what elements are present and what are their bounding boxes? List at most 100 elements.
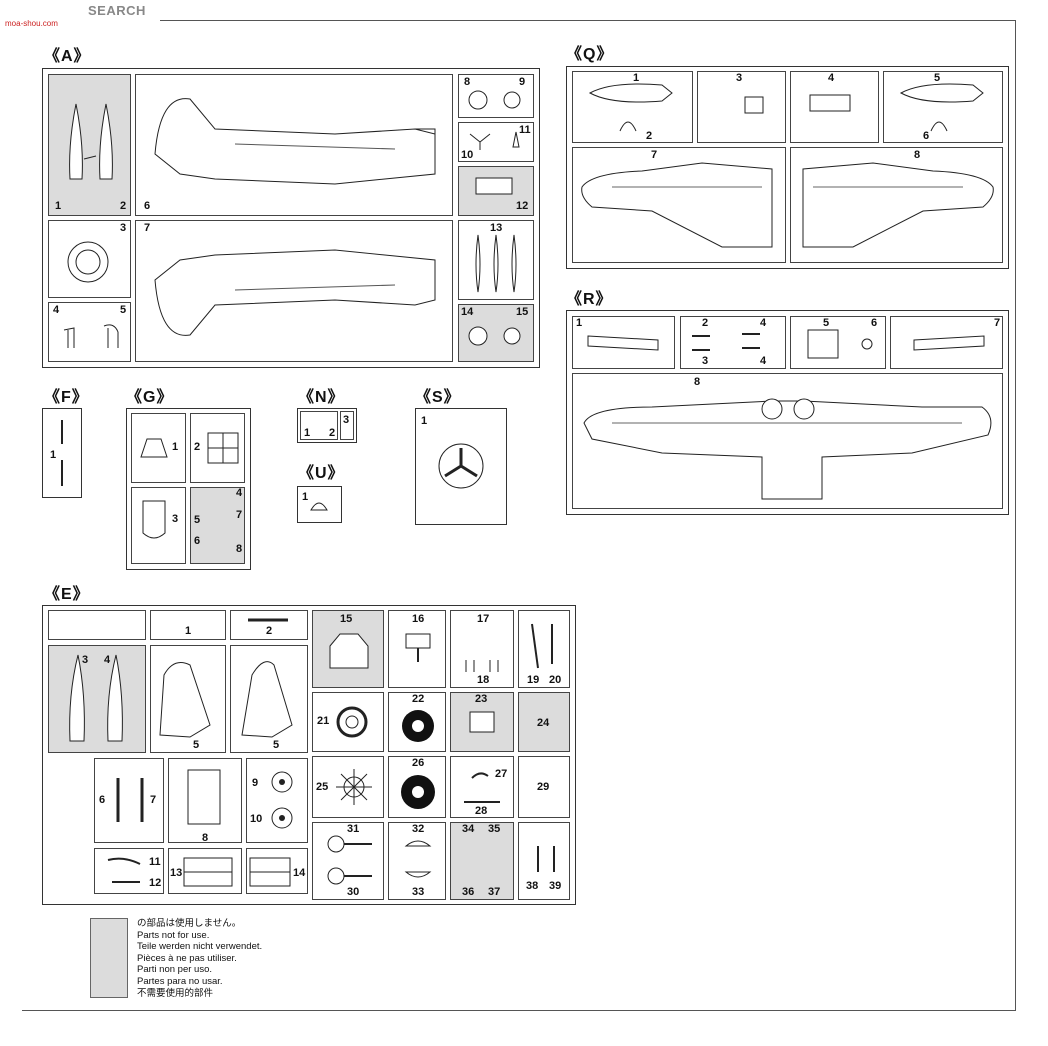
e-part-11: 11	[149, 856, 161, 868]
legend-line-de: Teile werden nicht verwendet.	[137, 941, 263, 953]
e-part-9: 9	[252, 777, 259, 789]
e-part-12: 12	[149, 877, 162, 889]
e-part-20: 20	[549, 674, 562, 686]
g-part-1-drawing	[140, 438, 168, 458]
e-part-27-28-drawing	[464, 772, 500, 803]
n-part-3-cell	[340, 411, 354, 440]
e-part-32-33-cell	[388, 822, 446, 900]
e-part-5b: 5	[273, 739, 280, 751]
g-part-5: 5	[194, 514, 201, 526]
g-part-7: 7	[236, 509, 243, 521]
e-part-3: 3	[82, 654, 89, 666]
g-part-1: 1	[172, 441, 179, 453]
a-fuselage-left-drawing	[154, 98, 436, 185]
e-part-11-12-drawing	[107, 857, 141, 883]
e-part-19-20-drawing	[531, 623, 553, 669]
legend-line-fr: Pièces à ne pas utiliser.	[137, 952, 237, 964]
e-part-16: 16	[412, 613, 425, 625]
q-part-3: 3	[736, 72, 743, 84]
e-part-5b-drawing	[241, 661, 293, 738]
e-part-15-drawing	[329, 633, 369, 669]
group-label-g: 《G》	[126, 389, 174, 406]
e-part-27: 27	[495, 768, 508, 780]
q-part-3-cell	[697, 71, 786, 143]
e-part-38: 38	[526, 880, 539, 892]
e-part-8-drawing	[187, 769, 221, 825]
e-part-7: 7	[150, 794, 157, 806]
a-drop-tanks-drawing	[69, 103, 113, 180]
e-part-36: 36	[462, 886, 475, 898]
a-part-4-5-cell	[48, 302, 131, 362]
g-part-3-drawing	[142, 500, 166, 539]
g-part-4: 4	[236, 487, 243, 499]
a-part-6: 6	[144, 200, 151, 212]
a-part-3: 3	[120, 222, 127, 234]
e-part-29-cell	[518, 756, 570, 818]
e-part-15: 15	[340, 613, 353, 625]
e-part-22-cell	[388, 692, 446, 752]
r-part-5: 5	[823, 317, 830, 329]
a-part-11: 11	[519, 124, 531, 136]
r-part-2: 2	[702, 317, 709, 329]
legend-line-en: Parts not for use.	[137, 929, 210, 941]
e-part-9-10-cell	[246, 758, 308, 843]
watermark-url: moa-shou.com	[5, 19, 58, 28]
e-part-23: 23	[475, 693, 488, 705]
r-part-1-drawing	[587, 335, 659, 351]
e-part-21-drawing	[336, 706, 368, 738]
e-part-29: 29	[537, 781, 550, 793]
e-part-31-30-drawing	[327, 835, 372, 885]
e-part-10: 10	[250, 813, 263, 825]
legend-line-it: Parti non per uso.	[137, 964, 212, 976]
q-wing-right-drawing	[802, 162, 994, 248]
e-part-2-drawing	[248, 618, 288, 622]
watermark-word: SEARCH	[88, 3, 146, 18]
e-part-4: 4	[104, 654, 111, 666]
group-label-s: 《S》	[415, 389, 461, 406]
e-part-21: 21	[317, 715, 330, 727]
e-part-2-cell	[230, 610, 308, 640]
a-part-8-9-drawing	[468, 90, 521, 110]
e-part-14: 14	[293, 867, 306, 879]
e-part-24: 24	[537, 717, 550, 729]
a-drop-tanks-cell	[48, 74, 131, 216]
e-part-27-28-cell	[450, 756, 514, 818]
a-part-15: 15	[516, 306, 529, 318]
a-part-12-drawing	[475, 177, 513, 195]
e-part-39: 39	[549, 880, 562, 892]
a-part-10: 10	[461, 149, 474, 161]
a-part-5: 5	[120, 304, 127, 316]
r-part-8: 8	[694, 376, 701, 388]
r-part-2-3-4-drawing	[692, 333, 760, 351]
page-right-rule	[1015, 20, 1016, 1010]
e-part-18: 18	[477, 674, 490, 686]
e-part-28: 28	[475, 805, 488, 817]
n-part-2: 2	[329, 427, 336, 439]
e-part-19: 19	[527, 674, 540, 686]
q-part-1: 1	[633, 72, 640, 84]
group-label-u: 《U》	[298, 465, 345, 482]
r-lower-wing-drawing	[583, 398, 992, 500]
g-part-3: 3	[172, 513, 179, 525]
e-part-31-30-cell	[312, 822, 384, 900]
s-part-1: 1	[421, 415, 428, 427]
a-part-2: 2	[120, 200, 127, 212]
e-part-9-10-drawing	[271, 771, 293, 829]
g-part-2-drawing	[207, 432, 239, 464]
e-part-25-drawing	[336, 769, 372, 805]
a-part-7: 7	[144, 222, 151, 234]
q-part-5-6-cell	[883, 71, 1003, 143]
a-part-14-15-drawing	[468, 326, 521, 346]
group-label-f: 《F》	[44, 389, 89, 406]
e-part-6: 6	[99, 794, 106, 806]
e-part-13: 13	[170, 867, 183, 879]
e-part-34: 34	[462, 823, 475, 835]
e-empty-cell	[48, 610, 146, 640]
a-part-13: 13	[490, 222, 503, 234]
e-part-35: 35	[488, 823, 501, 835]
r-part-4a: 4	[760, 317, 767, 329]
g-part-4-8-cell	[190, 487, 245, 564]
legend-line-zh: 不需要使用的部件	[137, 987, 214, 999]
n-part-1: 1	[304, 427, 311, 439]
e-part-32: 32	[412, 823, 425, 835]
